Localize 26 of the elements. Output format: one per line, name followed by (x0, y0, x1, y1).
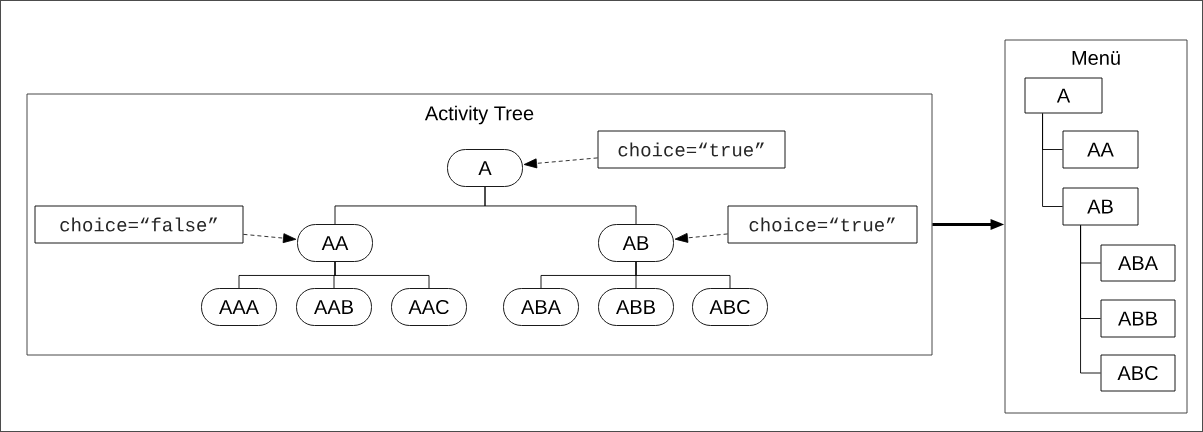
tree-node: AA (297, 224, 373, 262)
tree-node: AAB (296, 288, 372, 326)
menu-item: ABA (1100, 244, 1176, 282)
tree-node: AAC (391, 288, 467, 326)
connector (243, 233, 297, 244)
tree-node: ABA (503, 288, 579, 326)
menu-item: A (1024, 77, 1103, 114)
tree-node: A (447, 149, 523, 187)
connector (523, 157, 598, 169)
tree-node: ABB (598, 288, 674, 326)
attribute-callout: choice=“true” (597, 130, 786, 169)
attribute-callout: choice=“false” (34, 205, 244, 244)
attribute-callout: choice=“true” (727, 205, 918, 244)
tree-node: AAA (201, 288, 277, 326)
tree-line (484, 186, 637, 225)
tree-node: ABC (692, 288, 768, 326)
tree-line (1042, 113, 1063, 207)
menu-item: ABC (1100, 354, 1176, 392)
tree-line (1080, 225, 1101, 374)
tree-line (334, 261, 430, 289)
menu-item: AA (1062, 130, 1139, 169)
menu-item: ABB (1100, 299, 1176, 338)
menu-item: AB (1062, 187, 1139, 226)
tree-node: AB (598, 224, 674, 262)
connector (674, 233, 728, 243)
tree-line (635, 261, 731, 289)
